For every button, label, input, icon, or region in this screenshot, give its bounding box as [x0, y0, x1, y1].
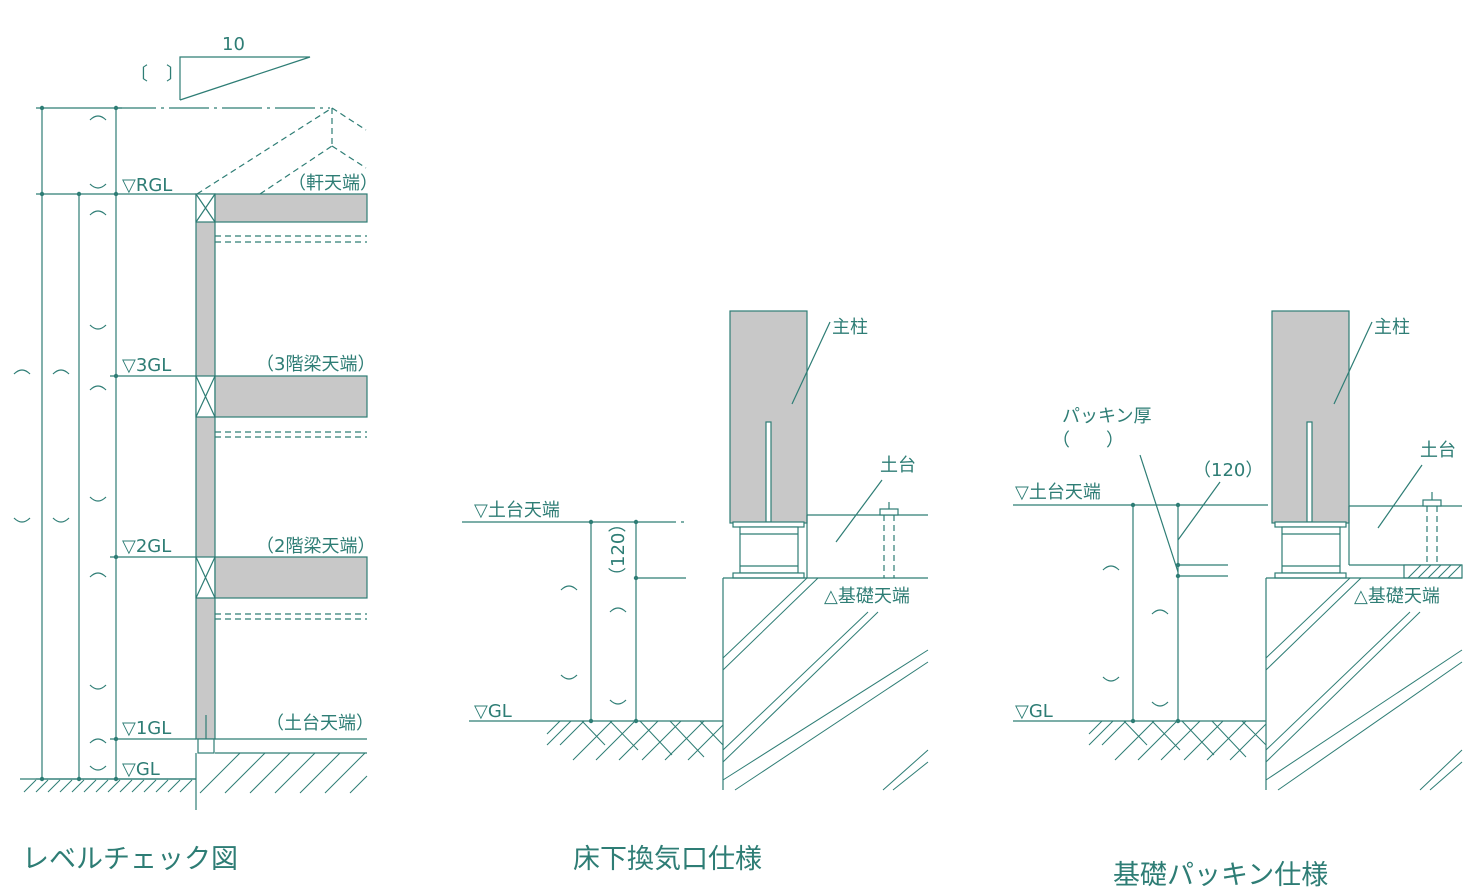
vent-foundation-top-label: △基礎天端 — [824, 586, 910, 607]
packing-spec-diagram: 主柱 土台 △基礎天端 ▽土台天端 ▽GL — [1013, 310, 1463, 891]
ground-hatch-right — [1088, 720, 1267, 761]
slope-rise-label: 〔 〕 — [130, 64, 184, 85]
level-dimension-lines — [13, 105, 196, 782]
level-check-diagram: 10 〔 〕 — [13, 34, 378, 875]
packing-sill-top-label: ▽土台天端 — [1015, 482, 1101, 503]
vent-sill — [806, 502, 928, 578]
roof-outline — [116, 107, 367, 195]
packing-dimension-label: （120） — [1193, 460, 1263, 481]
vent-gl-label: ▽GL — [474, 701, 512, 722]
vent-spec-title: 床下換気口仕様 — [573, 844, 762, 875]
eave-top-note: （軒天端） — [288, 173, 378, 194]
packing-gl-label: ▽GL — [1015, 701, 1053, 722]
level-gl-label: ▽GL — [122, 759, 160, 780]
packing-foundation-top-label: △基礎天端 — [1354, 586, 1440, 607]
ground-hatch-left — [20, 752, 368, 810]
vent-foundation — [722, 577, 929, 791]
sill-top-note: （土台天端） — [266, 713, 374, 734]
packing-spec-title: 基礎パッキン仕様 — [1113, 860, 1328, 891]
level-check-title: レベルチェック図 — [22, 844, 238, 875]
level-1gl-label: ▽1GL — [122, 718, 171, 739]
vent-dimension-lines — [560, 519, 639, 724]
beam2-top-note: （2階梁天端） — [256, 536, 375, 557]
ground-hatch-middle — [546, 720, 724, 761]
vent-sill-label: 土台 — [880, 455, 916, 476]
vent-sill-top-label: ▽土台天端 — [474, 500, 560, 521]
packing-dimension-lines — [1102, 454, 1228, 724]
packing-sill — [1348, 492, 1463, 579]
floor-beams — [214, 193, 368, 754]
packing-main-post-label: 主柱 — [1374, 317, 1410, 338]
packing-foundation — [1265, 577, 1463, 791]
frame-column — [195, 193, 216, 754]
slope-run-label: 10 — [222, 34, 245, 55]
slope-mark: 10 〔 〕 — [130, 34, 311, 101]
packing-thickness-value: （ ） — [1052, 430, 1124, 451]
vent-main-post — [729, 310, 808, 579]
packing-main-post — [1271, 310, 1350, 579]
vent-main-post-label: 主柱 — [832, 317, 868, 338]
level-3gl-label: ▽3GL — [122, 355, 171, 376]
level-2gl-label: ▽2GL — [122, 536, 171, 557]
level-rgl-label: ▽RGL — [122, 175, 172, 196]
vent-spec-diagram: 主柱 土台 △基礎天端 ▽土台天端 ▽GL — [462, 310, 929, 875]
packing-sill-label: 土台 — [1420, 440, 1456, 461]
packing-thickness-label: パッキン厚 — [1062, 406, 1151, 427]
beam3-top-note: （3階梁天端） — [256, 354, 375, 375]
vent-dimension-label: （120） — [608, 515, 629, 585]
